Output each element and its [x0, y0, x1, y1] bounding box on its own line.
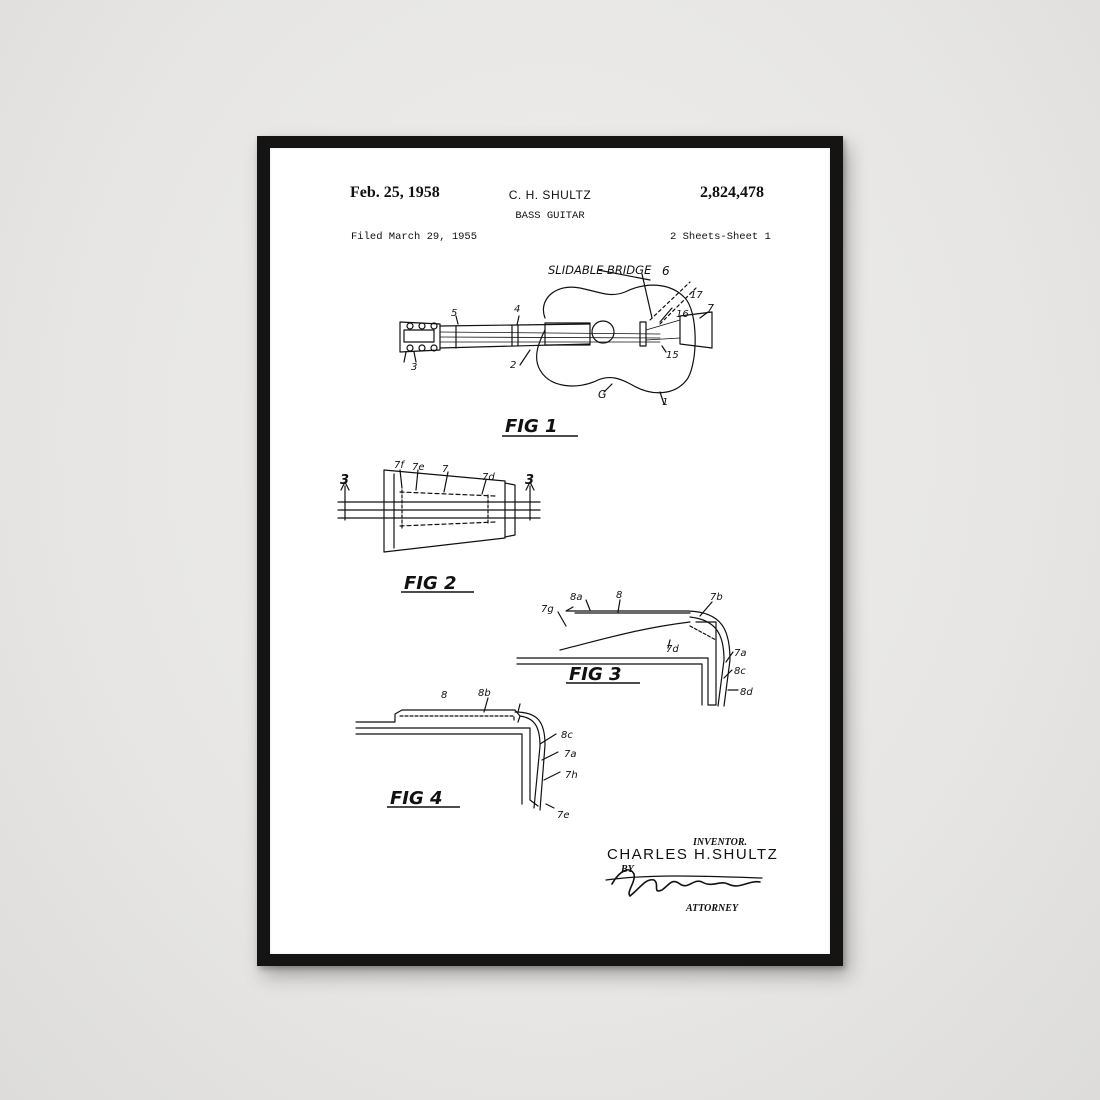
patent-date: Feb. 25, 1958	[350, 184, 440, 201]
patent-drawings: SLIDABLE BRIDGE 6 17 5 4 16 7 15 2 3 G 1…	[337, 263, 763, 897]
fig3-label-8d: 8d	[740, 687, 753, 698]
fig3-label-7g: 7g	[541, 604, 554, 615]
patent-print	[270, 148, 830, 954]
fig3-label-7a: 7a	[734, 648, 747, 659]
fig1-label-g: G	[598, 388, 607, 401]
fig4-label-7h: 7h	[565, 770, 578, 781]
fig3-label-8: 8	[616, 590, 622, 601]
fig1-label-5: 5	[451, 308, 457, 319]
fig2-caption: FIG 2	[404, 573, 457, 594]
fig3-section-drawing	[516, 599, 739, 707]
fig4-section-drawing	[355, 697, 561, 811]
patent-title: BASS GUITAR	[515, 210, 585, 222]
inventor-header: C. H. SHULTZ	[508, 188, 592, 202]
fig3-label-7b: 7b	[710, 592, 723, 603]
fig4-label-8: 8	[441, 690, 447, 701]
attorney-signature	[611, 869, 761, 897]
fig4-label-8b: 8b	[478, 688, 491, 699]
fig2-label-7d: 7d	[482, 472, 495, 483]
fig4-label-8c: 8c	[561, 730, 573, 741]
attorney-label: ATTORNEY	[686, 903, 739, 914]
fig4-caption: FIG 4	[390, 788, 443, 809]
fig1-label-4: 4	[514, 304, 520, 315]
inventor-label: INVENTOR.	[693, 837, 747, 848]
fig4-label-7a: 7a	[564, 749, 577, 760]
fig3-label-8a: 8a	[570, 592, 583, 603]
fig2-section-mark-left: 3	[340, 473, 349, 488]
fig1-label-15: 15	[666, 350, 679, 361]
fig1-guitar-drawing	[399, 269, 713, 405]
fig4-label-7e: 7e	[557, 810, 570, 821]
fig3-caption: FIG 3	[569, 664, 622, 685]
fig1-callout-title: SLIDABLE BRIDGE	[548, 263, 652, 277]
inventor-name: CHARLES H.SHULTZ	[607, 846, 779, 863]
fig1-caption: FIG 1	[505, 416, 558, 437]
fig1-label-6: 6	[662, 264, 670, 278]
by-label: BY	[621, 864, 634, 875]
filed-date: Filed March 29, 1955	[351, 231, 478, 243]
fig2-section-mark-right: 3	[525, 473, 534, 488]
patent-number: 2,824,478	[700, 184, 764, 201]
fig1-label-7: 7	[707, 302, 714, 315]
sheet-count: 2 Sheets-Sheet 1	[670, 231, 771, 243]
fig1-label-1: 1	[662, 397, 668, 408]
fig3-label-7d: 7d	[666, 644, 679, 655]
fig1-label-17: 17	[690, 290, 703, 301]
fig1-label-3: 3	[411, 362, 417, 373]
fig2-label-7: 7	[442, 464, 449, 475]
fig1-label-2: 2	[510, 360, 516, 371]
fig1-label-16: 16	[676, 309, 689, 320]
fig3-label-8c: 8c	[734, 666, 746, 677]
fig2-tailpiece-drawing	[337, 469, 541, 553]
fig2-label-7e: 7e	[412, 462, 425, 473]
fig2-label-7f: 7f	[394, 460, 405, 471]
